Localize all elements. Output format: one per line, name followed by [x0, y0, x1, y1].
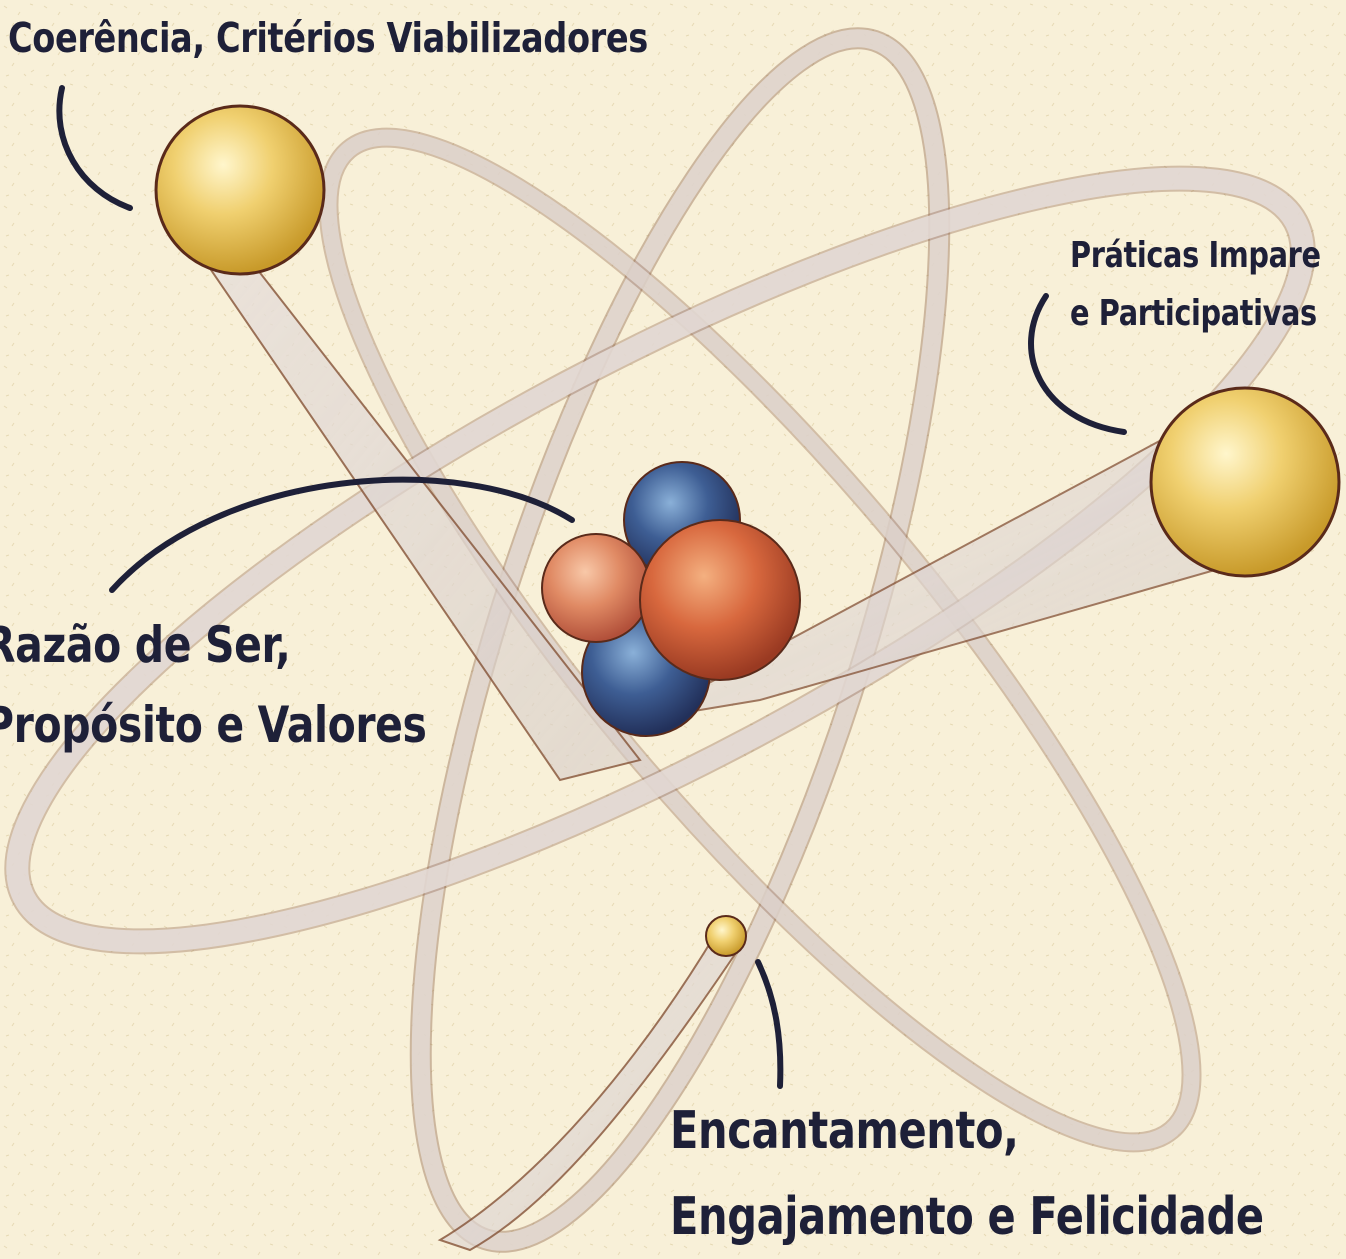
label-praticas-line1: Práticas Impare	[1070, 235, 1321, 276]
proton-left	[541, 533, 651, 643]
label-razao-line2: Propósito e Valores	[0, 696, 427, 754]
electron-right	[1149, 386, 1341, 578]
proton-right	[639, 519, 801, 681]
orbit-ring-horizontal	[4, 165, 1316, 955]
label-coerencia-text: Coerência, Critérios Viabilizadores	[8, 14, 648, 62]
label-razao: Razão de Ser, Propósito e Valores	[0, 620, 427, 750]
label-praticas: Práticas Impare e Participativas	[1070, 238, 1321, 332]
label-razao-line1: Razão de Ser,	[0, 616, 291, 674]
label-coerencia: Coerência, Critérios Viabilizadores	[8, 18, 648, 59]
electron-top-left	[154, 104, 326, 276]
label-encanto: Encantamento, Engajamento e Felicidade	[670, 1105, 1264, 1243]
pointer-coerencia	[56, 85, 133, 211]
pointer-praticas	[1028, 293, 1127, 435]
label-encanto-line2: Engajamento e Felicidade	[670, 1187, 1264, 1247]
electron-bottom-small	[705, 915, 747, 957]
label-encanto-line1: Encantamento,	[670, 1101, 1019, 1161]
nucleus	[541, 461, 801, 737]
label-praticas-line2: e Participativas	[1070, 293, 1317, 334]
pointer-encanto	[755, 959, 784, 1089]
pointer-razao	[109, 476, 575, 593]
electron-tail-bottom	[437, 928, 744, 1252]
